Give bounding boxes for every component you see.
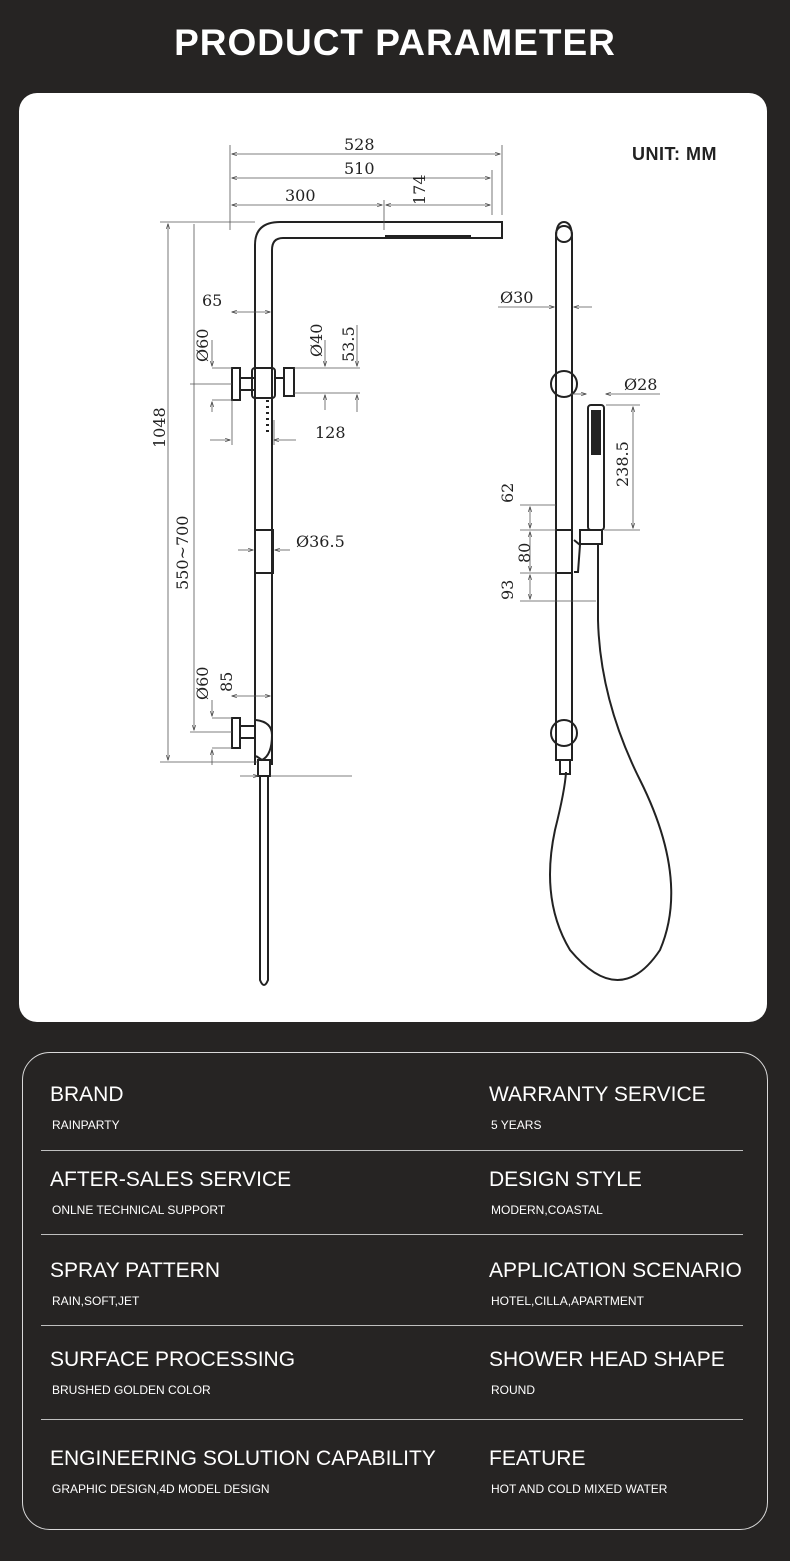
unit-label: UNIT: MM bbox=[632, 144, 717, 164]
dim-dia-60-bottom: Ø60 bbox=[193, 667, 212, 700]
dim-238-5: 238.5 bbox=[613, 441, 632, 487]
param-value: BRUSHED GOLDEN COLOR bbox=[52, 1383, 211, 1397]
divider bbox=[41, 1325, 743, 1326]
dim-62: 62 bbox=[498, 483, 517, 503]
param-value: ROUND bbox=[491, 1383, 535, 1397]
param-label: WARRANTY SERVICE bbox=[489, 1083, 706, 1106]
dim-80: 80 bbox=[515, 543, 534, 563]
param-value: RAINPARTY bbox=[52, 1118, 120, 1132]
param-value: HOT AND COLD MIXED WATER bbox=[491, 1482, 668, 1496]
side-view bbox=[549, 220, 673, 981]
dim-dia-30: Ø30 bbox=[500, 288, 533, 307]
param-value: HOTEL,CILLA,APARTMENT bbox=[491, 1294, 644, 1308]
page-title: PRODUCT PARAMETER bbox=[174, 22, 616, 63]
dim-93: 93 bbox=[498, 580, 517, 600]
dim-dia-60-top: Ø60 bbox=[193, 329, 212, 362]
dim-85: 85 bbox=[217, 672, 236, 692]
param-label: DESIGN STYLE bbox=[489, 1168, 642, 1191]
param-value: GRAPHIC DESIGN,4D MODEL DESIGN bbox=[52, 1482, 270, 1496]
dim-300: 300 bbox=[285, 186, 316, 205]
param-label: AFTER-SALES SERVICE bbox=[50, 1168, 292, 1191]
technical-drawing-card bbox=[19, 93, 767, 1022]
parameter-table: BRAND RAINPARTY WARRANTY SERVICE 5 YEARS A… bbox=[22, 1052, 768, 1530]
param-value: MODERN,COASTAL bbox=[491, 1203, 603, 1217]
param-label: SPRAY PATTERN bbox=[50, 1259, 220, 1282]
param-value: ONLNE TECHNICAL SUPPORT bbox=[52, 1203, 226, 1217]
param-label: ENGINEERING SOLUTION CAPABILITY bbox=[50, 1447, 436, 1470]
front-view bbox=[231, 221, 503, 986]
divider bbox=[41, 1234, 743, 1235]
dim-dia-40: Ø40 bbox=[307, 324, 326, 357]
dim-1048: 1048 bbox=[150, 407, 169, 448]
dim-dia-28: Ø28 bbox=[624, 375, 657, 394]
shower-dimension-drawing: 528 510 300 174 1048 65 Ø60 Ø40 53.5 128… bbox=[150, 135, 673, 986]
dim-550-700: 550~700 bbox=[173, 516, 192, 590]
param-value: 5 YEARS bbox=[491, 1118, 542, 1132]
param-label: APPLICATION SCENARIO bbox=[489, 1259, 742, 1282]
param-label: SURFACE PROCESSING bbox=[50, 1348, 296, 1371]
handshower-nozzles bbox=[591, 410, 601, 455]
rain-bar-nozzles bbox=[385, 235, 471, 239]
divider bbox=[41, 1419, 743, 1420]
dim-65: 65 bbox=[202, 291, 222, 310]
param-label: FEATURE bbox=[489, 1447, 586, 1470]
slot-dots bbox=[266, 400, 269, 432]
dim-53-5: 53.5 bbox=[339, 326, 358, 362]
param-label: BRAND bbox=[50, 1083, 124, 1106]
param-label: SHOWER HEAD SHAPE bbox=[489, 1348, 725, 1371]
dim-dia-36-5: Ø36.5 bbox=[296, 532, 345, 551]
dim-128: 128 bbox=[315, 423, 346, 442]
dim-510: 510 bbox=[344, 159, 375, 178]
divider bbox=[41, 1150, 743, 1151]
param-value: RAIN,SOFT,JET bbox=[52, 1294, 140, 1308]
dim-174: 174 bbox=[410, 174, 429, 205]
dim-528: 528 bbox=[344, 135, 375, 154]
